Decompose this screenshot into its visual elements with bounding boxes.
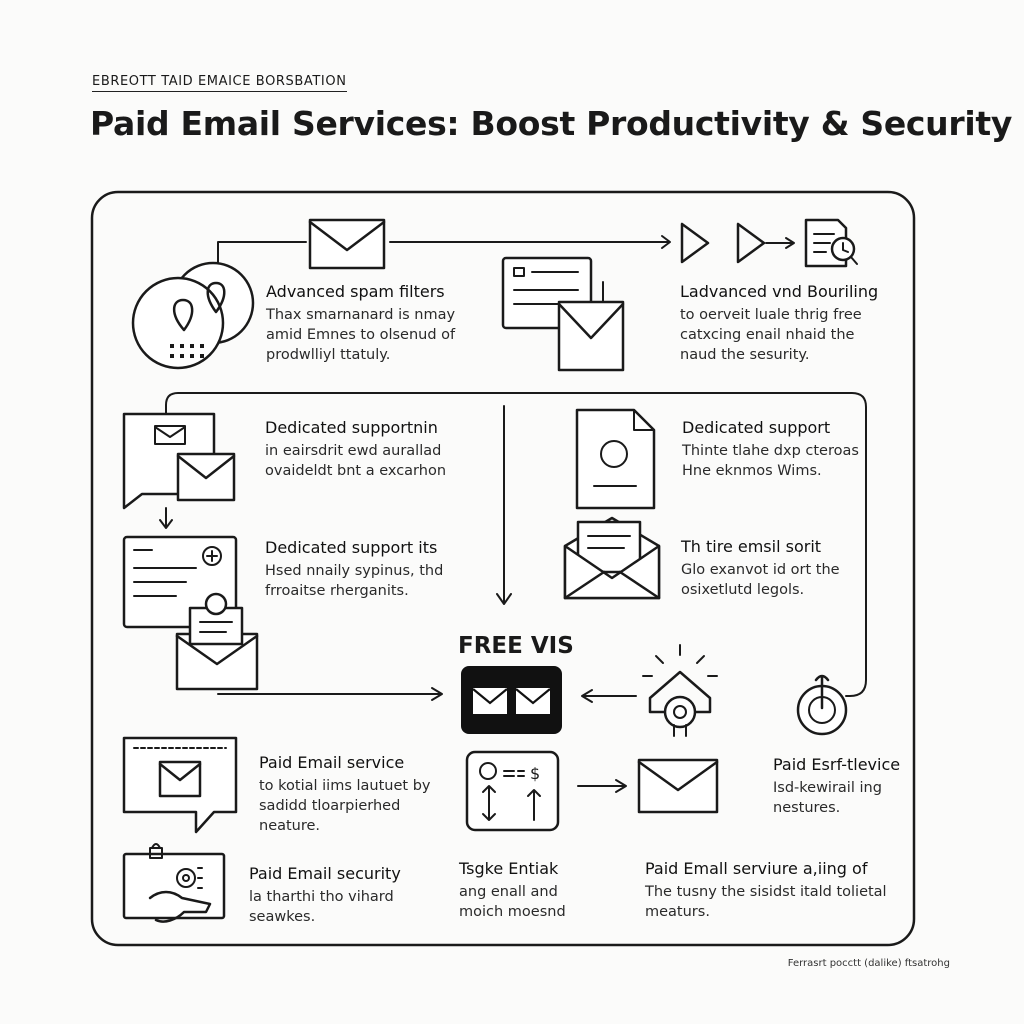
center-down-arrow xyxy=(496,405,512,605)
free-vis-hub-icon xyxy=(461,666,562,734)
block-heading: Advanced spam filters xyxy=(266,282,445,301)
block-body: to kotial iims lautuet by sadidd tloarpi… xyxy=(259,778,431,834)
block-advanced-sourcing: Ladvanced vnd Bouriling to oerveit luale… xyxy=(680,282,878,365)
block-heading: Paid Esrf-tlevice xyxy=(773,755,901,774)
block-dedicated-support-2: Dedicated support Thinte tlahe dxp ctero… xyxy=(682,418,859,481)
hand-lock-icon xyxy=(122,843,226,923)
page-title: Paid Email Services: Boost Productivity … xyxy=(90,104,1013,143)
block-heading: Paid Email service xyxy=(259,753,405,772)
block-heading: Dedicated supportnin xyxy=(265,418,438,437)
hub-label: FREE VIS xyxy=(458,633,574,659)
diagram-frame xyxy=(90,190,916,947)
block-heading: Tsgke Entiak xyxy=(459,859,559,878)
clipboard-clock-icon xyxy=(804,218,858,268)
block-paid-email-service: Paid Email service to kotial iims lautue… xyxy=(259,753,430,836)
block-heading: Ladvanced vnd Bouriling xyxy=(680,282,879,301)
envelope-icon-bottom xyxy=(637,758,719,814)
chat-bubble-envelope-icon xyxy=(122,736,238,834)
block-body: Isd-kewirail ing nestures. xyxy=(773,780,882,816)
block-body: Thax smarnanard is nmay amid Emnes to ol… xyxy=(266,307,456,363)
block-body: ang enall and moich moesnd xyxy=(459,884,566,920)
block-dedicated-support-3: Dedicated support its Hsed nnaily sypinu… xyxy=(265,538,443,601)
block-heading: Dedicated support its xyxy=(265,538,438,557)
block-body: Hsed nnaily sypinus, thd frroaitse rherg… xyxy=(265,563,444,599)
letter-envelope-icon xyxy=(122,535,259,691)
block-body: to oerveit luale thrig free catxcing ena… xyxy=(680,307,862,363)
right-arrow-bottom xyxy=(577,779,627,793)
block-paid-email-security: Paid Email security la tharthi tho vihar… xyxy=(249,864,401,927)
location-chat-icon xyxy=(131,261,255,370)
block-spam-filters: Advanced spam filters Thax smarnanard is… xyxy=(266,282,455,365)
security-lock-icon xyxy=(796,674,848,736)
block-body: The tusny the sisidst itald tolietal mea… xyxy=(645,884,887,920)
control-panel-icon: $ xyxy=(465,750,560,832)
block-heading: Th tire emsil sorit xyxy=(681,537,822,556)
block-heading: Paid Emall serviure a,iing of xyxy=(645,859,868,878)
block-body: in eairsdrit ewd aurallad ovaideldt bnt … xyxy=(265,443,447,479)
chat-envelope-icon xyxy=(122,412,236,529)
block-email-sorting: Th tire emsil sorit Glo exanvot id ort t… xyxy=(681,537,840,600)
footer-credit: Ferrasrt pocctt (dalike) ftsatrohg xyxy=(787,958,950,969)
block-body: Thinte tlahe dxp cteroas Hne eknmos Wims… xyxy=(682,443,859,479)
block-body: Glo exanvot id ort the osixetlutd legols… xyxy=(681,562,840,598)
block-paid-self-service: Paid Esrf-tlevice Isd-kewirail ing nestu… xyxy=(773,755,900,818)
svg-text:$: $ xyxy=(530,764,540,783)
middle-loop-connector xyxy=(165,392,867,697)
block-body: la tharthi tho vihard seawkes. xyxy=(249,889,394,925)
document-envelope-icon xyxy=(501,256,625,372)
block-heading: Paid Email security xyxy=(249,864,401,883)
document-icon xyxy=(575,408,656,510)
open-envelope-icon xyxy=(563,516,661,600)
block-paid-email-servicing: Paid Emall serviure a,iing of The tusny … xyxy=(645,859,887,922)
block-toggle-email: Tsgke Entiak ang enall and moich moesnd xyxy=(459,859,566,922)
block-dedicated-support-1: Dedicated supportnin in eairsdrit ewd au… xyxy=(265,418,446,481)
smart-home-icon xyxy=(642,644,718,737)
hub-arrows xyxy=(217,687,637,703)
block-heading: Dedicated support xyxy=(682,418,831,437)
envelope-icon xyxy=(308,218,386,270)
eyebrow-caption: EBREOTT TAID EMAICE BORSBATION xyxy=(92,74,347,92)
